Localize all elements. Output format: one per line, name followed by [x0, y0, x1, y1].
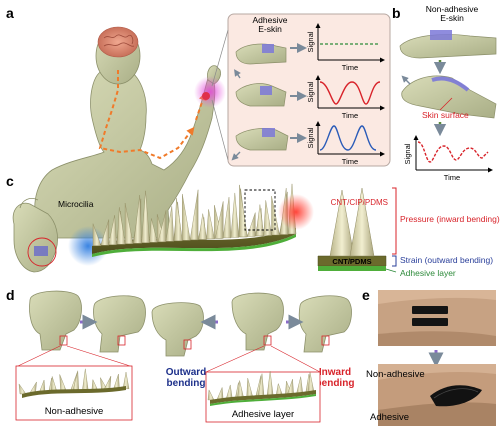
wrist-glow [194, 76, 226, 108]
non-adhesive-label-e: Non-adhesive [366, 369, 425, 380]
inward-line1: Inward [319, 367, 351, 378]
plot-a2: Signal Time [306, 75, 385, 120]
cilium [189, 189, 199, 241]
cilium [141, 190, 150, 243]
red-glow [278, 194, 314, 230]
cilium [100, 219, 110, 246]
signal-axis-a3: Signal [306, 127, 315, 148]
panel-e: e Non-adhesive Adhesive [362, 287, 496, 426]
time-axis-b: Time [444, 173, 460, 182]
cilium [108, 215, 117, 245]
cilium [230, 192, 240, 238]
plot-b: Signal Time [403, 135, 493, 182]
panel-letter-d: d [6, 287, 15, 303]
cilium [165, 206, 175, 242]
microcilia-label: Microcilia [58, 199, 94, 209]
curled-sensor [430, 385, 482, 407]
outward-line1: Outward [166, 367, 207, 378]
strain-bracket [392, 255, 397, 267]
adhesive-eskin-line1: Adhesive [253, 15, 288, 25]
sensor-circle [27, 237, 57, 267]
panel-letter-e: e [362, 287, 370, 303]
adhesive-label-e: Adhesive [370, 412, 409, 423]
fist-illustrations [29, 290, 352, 357]
sensor-strip-top [412, 306, 448, 314]
human-figure-illustration [34, 26, 226, 239]
cilium [239, 184, 248, 238]
inward-line2: bending [316, 378, 355, 389]
panel-c: c Microcilia CNT/PDMS CNT/CIP/PDMS Press… [6, 173, 500, 278]
wrist-row-3 [231, 128, 289, 161]
cilium [124, 202, 134, 244]
cnt-cip-pdms-label: CNT/CIP/PDMS [331, 198, 388, 207]
plot-b-signal-line [417, 141, 489, 163]
cilium [174, 198, 183, 242]
blue-glow [68, 226, 108, 266]
strain-label: Strain (outward bending) [400, 255, 493, 265]
time-axis-a1: Time [342, 63, 358, 72]
cilium [133, 194, 142, 244]
sensor-strip-bottom [412, 318, 448, 326]
wrist-b2 [401, 75, 497, 119]
outward-line2: bending [167, 378, 206, 389]
adhesive-layer-label-c: Adhesive layer [400, 268, 456, 278]
cilium [206, 209, 215, 240]
wrist-b1 [399, 34, 497, 59]
cilium [149, 218, 158, 243]
cilium [271, 196, 280, 236]
wrist-row-2 [234, 69, 287, 107]
cilium [246, 212, 256, 237]
wrist-row-1 [235, 43, 287, 65]
cilium [263, 200, 272, 236]
skin-surface-label: Skin surface [422, 110, 469, 120]
zoomed-structure: CNT/PDMS [317, 187, 387, 271]
cnt-pdms-label: CNT/PDMS [332, 257, 371, 266]
nonadhesive-eskin-line2: E-skin [440, 13, 464, 23]
pressure-label: Pressure (inward bending) [400, 214, 500, 224]
cilium [222, 197, 232, 239]
cilium [182, 193, 191, 241]
blue-signal-line [319, 125, 377, 151]
panel-letter-b: b [392, 5, 401, 21]
panel-letter-a: a [6, 5, 14, 21]
cilium [117, 207, 126, 245]
nerve-signal-path [98, 70, 195, 160]
plot-a3: Signal Time [306, 121, 385, 166]
cilium [92, 223, 102, 246]
panel-letter-c: c [6, 173, 14, 189]
signal-axis-b: Signal [403, 143, 412, 164]
time-axis-a2: Time [342, 111, 358, 120]
cilium [255, 204, 265, 237]
pressure-bracket [392, 187, 397, 255]
zoom-box [244, 189, 276, 231]
cilium [198, 213, 207, 240]
non-adhesive-label-d: Non-adhesive [45, 406, 104, 417]
adhesive-eskin-line2: E-skin [258, 24, 282, 34]
cilium [214, 201, 224, 239]
nonadhesive-eskin-line1: Non-adhesive [426, 4, 479, 14]
adhesive-layer-label-d: Adhesive layer [232, 409, 294, 420]
signal-axis-a1: Signal [306, 31, 315, 52]
time-axis-a3: Time [342, 157, 358, 166]
cilium [157, 210, 167, 242]
signal-axis-a2: Signal [306, 81, 315, 102]
red-signal-line [319, 81, 381, 105]
plot-a1: Signal Time [306, 23, 385, 72]
